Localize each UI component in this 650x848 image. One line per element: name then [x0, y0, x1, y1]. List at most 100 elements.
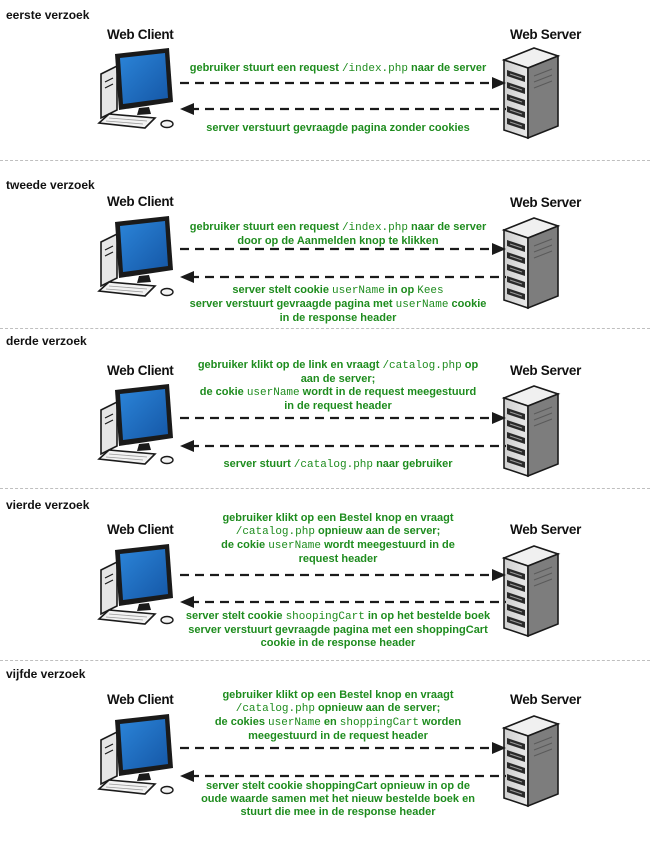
- server-tower-icon: [500, 384, 562, 480]
- server-tower-icon: [500, 714, 562, 810]
- message-text: naar gebruiker: [373, 458, 453, 470]
- web-server-label: Web Server: [510, 522, 582, 537]
- section-divider: [0, 660, 650, 661]
- message-text: in op het bestelde boek: [364, 610, 491, 622]
- response-arrow: [178, 102, 508, 116]
- message-text: gebruiker stuurt een request: [189, 221, 342, 233]
- message-text: wordt in de request meegestuurd: [299, 386, 477, 398]
- visit-title: tweede verzoek: [6, 178, 95, 192]
- visit-title: derde verzoek: [6, 334, 87, 348]
- message-text: in op: [384, 284, 418, 296]
- request-message: gebruiker klikt op een Bestel knop en vr…: [180, 689, 496, 743]
- response-message: server stelt cookie shoppingCart opnieuw…: [180, 780, 496, 819]
- visit-section-3: derde verzoek Web Client Web Server gebr…: [0, 328, 650, 488]
- response-arrow: [178, 595, 508, 609]
- message-text: server verstuurt gevraagde pagina met: [189, 298, 396, 310]
- visit-section-5: vijfde verzoek Web Client Web Server geb…: [0, 661, 650, 848]
- computer-icon: [95, 384, 185, 466]
- web-server-label: Web Server: [510, 195, 582, 210]
- message-text: server stelt cookie shoppingCart opnieuw…: [205, 780, 471, 792]
- web-server-label: Web Server: [510, 692, 582, 707]
- code-fragment: /index.php: [341, 63, 408, 75]
- code-fragment: /index.php: [341, 222, 408, 234]
- message-text: server stelt cookie: [185, 610, 286, 622]
- message-text: gebruiker klikt op een Bestel knop en vr…: [222, 512, 454, 524]
- server-tower-icon: [500, 216, 562, 312]
- visit-section-4: vierde verzoek Web Client Web Server geb…: [0, 492, 650, 660]
- code-fragment: /catalog.php: [235, 526, 315, 538]
- message-text: door op de Aanmelden knop te klikken: [237, 235, 439, 247]
- response-message: server verstuurt gevraagde pagina zonder…: [180, 122, 496, 135]
- code-fragment: userName: [332, 285, 385, 297]
- web-server-label: Web Server: [510, 27, 582, 42]
- visit-section-1: eerste verzoek Web Client Web Server geb…: [0, 0, 650, 160]
- message-text: server verstuurt gevraagde pagina zonder…: [206, 122, 470, 134]
- computer-icon: [95, 544, 185, 626]
- response-arrow: [178, 439, 508, 453]
- code-fragment: shoopingCart: [285, 611, 365, 623]
- request-arrow: [178, 568, 508, 582]
- code-fragment: userName: [246, 387, 300, 399]
- message-text: opnieuw aan de server;: [314, 702, 441, 714]
- message-text: gebruiker stuurt een request: [189, 62, 342, 74]
- section-divider: [0, 488, 650, 489]
- message-text: server stelt cookie: [232, 284, 333, 296]
- section-divider: [0, 160, 650, 161]
- code-fragment: /catalog.php: [382, 360, 462, 372]
- web-client-label: Web Client: [107, 27, 174, 42]
- server-tower-icon: [500, 544, 562, 640]
- response-message: server stuurt /catalog.php naar gebruike…: [180, 458, 496, 472]
- computer-icon: [95, 714, 185, 796]
- web-client-label: Web Client: [107, 194, 174, 209]
- server-tower-icon: [500, 46, 562, 142]
- message-text: stuurt die mee in de response header: [240, 806, 436, 818]
- visit-title: eerste verzoek: [6, 8, 90, 22]
- message-text: cookie in de response header: [260, 637, 416, 649]
- code-fragment: userName: [268, 540, 322, 552]
- web-server-label: Web Server: [510, 363, 582, 378]
- message-text: naar de server: [407, 221, 487, 233]
- message-text: wordt meegestuurd in de: [321, 539, 455, 551]
- web-client-label: Web Client: [107, 692, 174, 707]
- visit-section-2: tweede verzoek Web Client Web Server geb…: [0, 170, 650, 328]
- computer-icon: [95, 216, 185, 298]
- message-text: en: [320, 716, 340, 728]
- message-text: server verstuurt gevraagde pagina met ee…: [188, 624, 488, 636]
- message-text: naar de server: [407, 62, 487, 74]
- message-text: aan de server;: [300, 373, 376, 385]
- request-arrow: [178, 242, 508, 256]
- message-text: de cokie: [221, 539, 269, 551]
- code-fragment: userName: [268, 717, 321, 729]
- message-text: op: [461, 359, 479, 371]
- request-arrow: [178, 411, 508, 425]
- code-fragment: Kees: [417, 285, 444, 297]
- message-text: worden: [419, 716, 462, 728]
- visit-title: vijfde verzoek: [6, 667, 86, 681]
- message-text: request header: [298, 553, 378, 565]
- message-text: de cokies: [214, 716, 269, 728]
- message-text: de cokie: [199, 386, 247, 398]
- request-message: gebruiker klikt op de link en vraagt /ca…: [180, 359, 496, 413]
- message-text: in de request header: [284, 400, 392, 412]
- response-message: server stelt cookie shoopingCart in op h…: [180, 610, 496, 650]
- request-message: gebruiker stuurt een request /index.php …: [180, 62, 496, 76]
- code-fragment: /catalog.php: [293, 459, 374, 471]
- request-message: gebruiker stuurt een request /index.php …: [180, 221, 496, 248]
- message-text: server stuurt: [223, 458, 294, 470]
- message-text: gebruiker klikt op de link en vraagt: [197, 359, 383, 371]
- message-text: opnieuw aan de server;: [314, 525, 441, 537]
- computer-icon: [95, 48, 185, 130]
- web-client-label: Web Client: [107, 363, 174, 378]
- response-arrow: [178, 270, 508, 284]
- visit-title: vierde verzoek: [6, 498, 90, 512]
- code-fragment: shoppingCart: [339, 717, 419, 729]
- message-text: gebruiker klikt op een Bestel knop en vr…: [222, 689, 454, 701]
- message-text: oude waarde samen met het nieuw bestelde…: [201, 793, 475, 805]
- request-arrow: [178, 76, 508, 90]
- code-fragment: userName: [395, 299, 449, 311]
- message-text: in de response header: [279, 312, 397, 324]
- message-text: meegestuurd in de request header: [248, 730, 428, 742]
- message-text: cookie: [448, 298, 487, 310]
- response-message: server stelt cookie userName in op Kees s…: [180, 284, 496, 325]
- web-client-label: Web Client: [107, 522, 174, 537]
